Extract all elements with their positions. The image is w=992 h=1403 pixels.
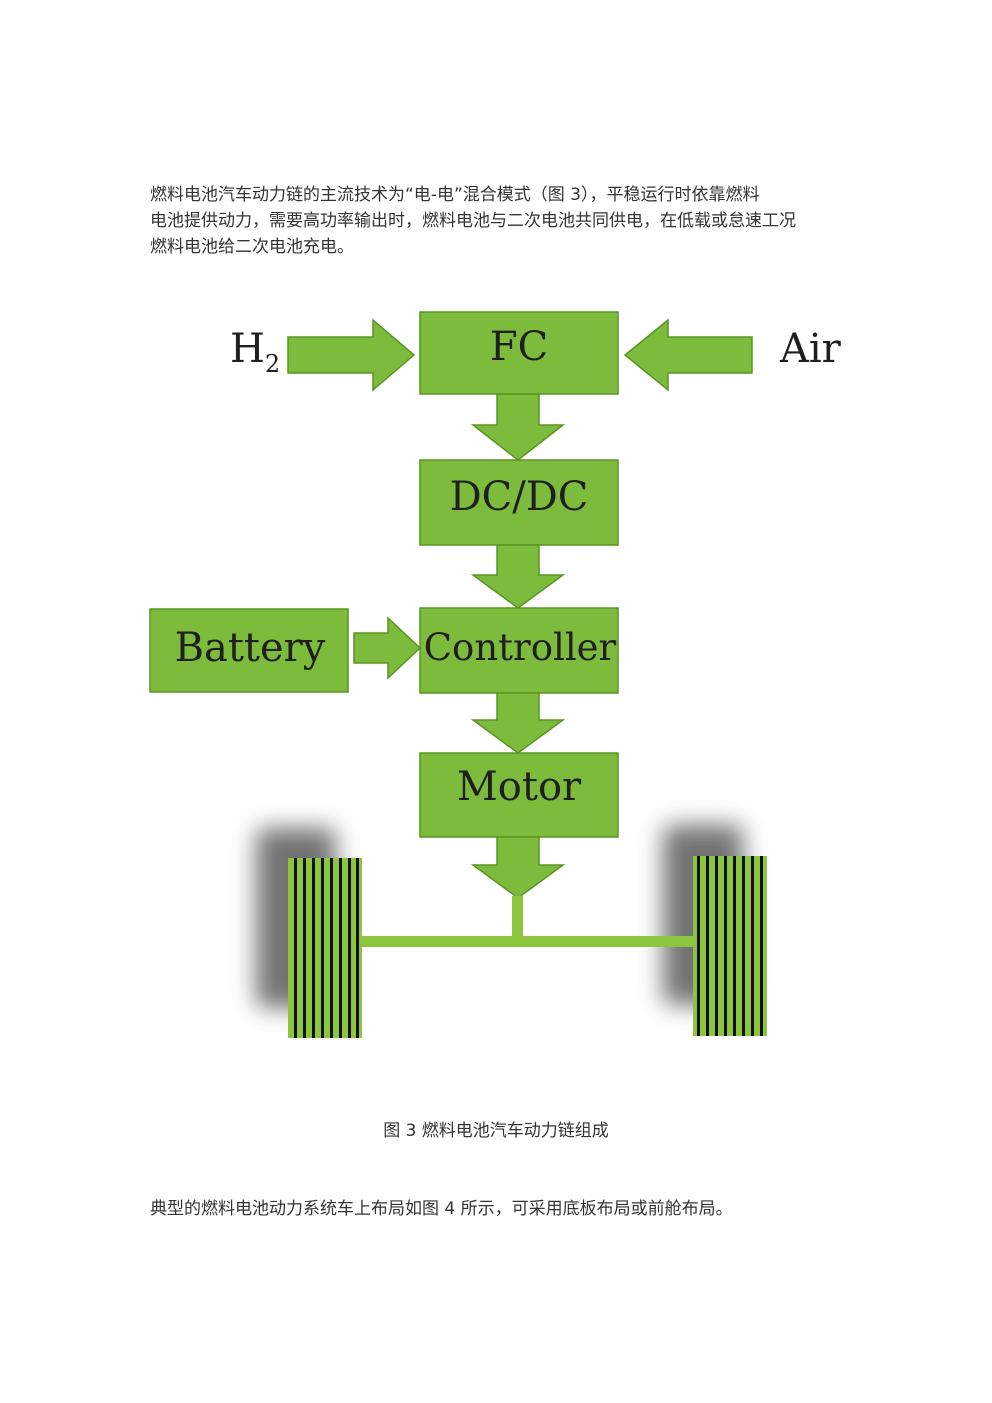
h2-label-main: H — [230, 326, 265, 372]
dcdc-label: DC/DC — [450, 474, 589, 520]
intro-paragraph: 燃料电池汽车动力链的主流技术为“电-电”混合模式（图 3），平稳运行时依靠燃料 … — [150, 182, 850, 260]
battery-controller-arrow — [353, 616, 422, 680]
outro-line-1: 典型的燃料电池动力系统车上布局如图 4 所示，可采用底板布局或前舱布局。 — [150, 1199, 733, 1219]
axle-stem — [512, 896, 523, 942]
h2-label-subscript: 2 — [265, 350, 280, 378]
fc-dcdc-arrow — [470, 393, 566, 461]
battery-label: Battery — [175, 625, 326, 671]
left-wheel — [288, 858, 362, 1038]
battery-block — [149, 608, 349, 693]
fc-block — [419, 311, 619, 395]
figure-caption: 图 3 燃料电池汽车动力链组成 — [383, 1121, 609, 1141]
motor-axle-arrow — [470, 836, 566, 899]
intro-line-1: 燃料电池汽车动力链的主流技术为“电-电”混合模式（图 3），平稳运行时依靠燃料 — [150, 185, 760, 205]
powertrain-diagram: H2 Air FC DC/DC Battery Controller Motor — [148, 300, 848, 1045]
motor-block — [419, 752, 619, 838]
intro-line-3: 燃料电池给二次电池充电。 — [150, 237, 354, 257]
h2-label: H2 — [230, 326, 280, 378]
air-label: Air — [779, 326, 842, 372]
motor-label: Motor — [457, 764, 582, 810]
intro-line-2: 电池提供动力，需要高功率输出时，燃料电池与二次电池共同供电，在低载或怠速工况 — [150, 211, 796, 231]
outro-paragraph: 典型的燃料电池动力系统车上布局如图 4 所示，可采用底板布局或前舱布局。 — [150, 1196, 850, 1222]
axle-bar — [356, 936, 696, 947]
right-wheel — [693, 856, 767, 1036]
controller-block — [419, 607, 619, 694]
fc-label: FC — [490, 324, 548, 370]
air-arrow — [623, 318, 753, 392]
dcdc-controller-arrow — [470, 544, 566, 609]
h2-arrow — [287, 318, 416, 392]
controller-label: Controller — [424, 626, 617, 669]
controller-motor-arrow — [470, 692, 566, 754]
dcdc-block — [419, 459, 619, 546]
